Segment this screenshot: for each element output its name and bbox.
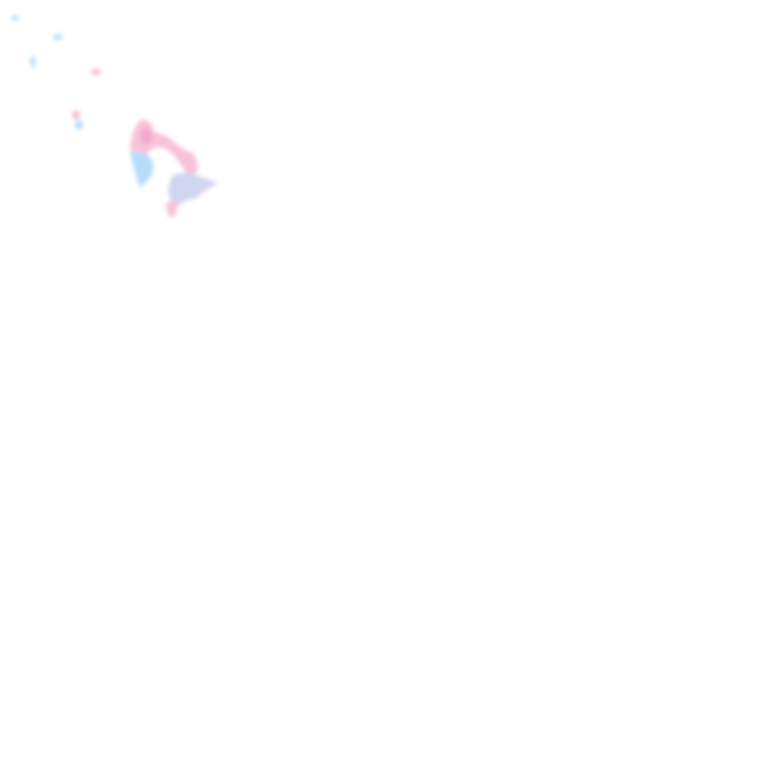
island-blob <box>168 173 218 206</box>
island-blob <box>91 68 101 76</box>
island-blob <box>72 110 80 120</box>
island-blob <box>75 120 83 130</box>
island-blob <box>11 15 19 21</box>
island-blob <box>130 151 154 188</box>
island-blob <box>53 34 63 40</box>
island-blob <box>140 128 152 144</box>
island-blob <box>166 200 178 218</box>
island-blob <box>30 56 36 68</box>
